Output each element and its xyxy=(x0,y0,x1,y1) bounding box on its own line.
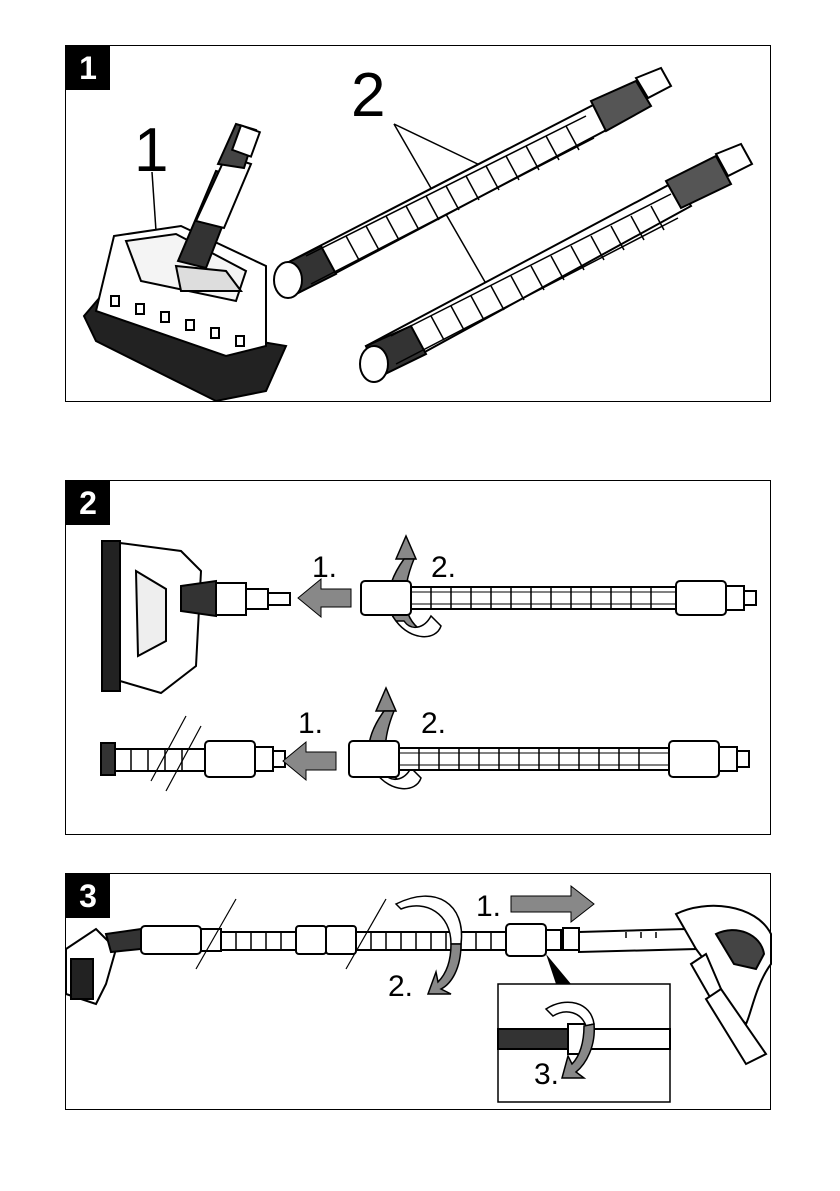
panel-2-illustration: 1. 2. xyxy=(66,481,772,836)
step-label-3: 3. xyxy=(534,1058,559,1091)
detail-pointer xyxy=(546,954,571,984)
step-label-1: 1. xyxy=(298,707,323,740)
figure-panel-2: 2 1. 2. xyxy=(65,480,771,835)
extension-lance-icon xyxy=(361,581,756,615)
surface-brush-icon xyxy=(66,929,141,1004)
surface-brush-icon xyxy=(102,541,290,693)
figure-panel-3: 3 xyxy=(65,873,771,1110)
leader-line-2a xyxy=(394,124,486,168)
push-arrow-right-icon xyxy=(511,886,594,922)
step-label-1: 1. xyxy=(312,551,337,584)
extension-lance-icon xyxy=(360,144,752,382)
extension-lance-icon xyxy=(101,741,285,777)
surface-brush-icon xyxy=(84,124,286,401)
callout-label-1: 1 xyxy=(134,116,168,185)
panel-1-illustration: 1 2 xyxy=(66,46,772,403)
step-label-2: 2. xyxy=(421,707,446,740)
callout-label-2: 2 xyxy=(351,61,385,130)
extension-lance-icon xyxy=(141,924,561,956)
step-label-2: 2. xyxy=(431,551,456,584)
step-label-1: 1. xyxy=(476,890,501,923)
panel-3-illustration: 2. 1. 3. xyxy=(66,874,772,1111)
figure-panel-1: 1 1 2 xyxy=(65,45,771,402)
push-arrow-left-icon xyxy=(283,742,336,780)
extension-lance-icon xyxy=(274,68,671,298)
push-arrow-left-icon xyxy=(298,579,351,617)
step-label-2: 2. xyxy=(388,970,413,1003)
